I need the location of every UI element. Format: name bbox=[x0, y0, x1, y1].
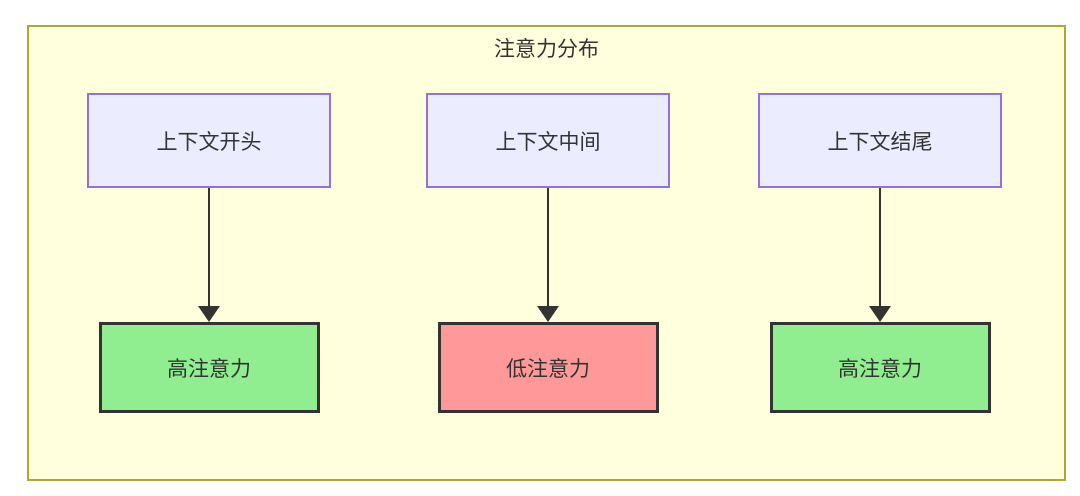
arrowhead-icon bbox=[198, 306, 220, 322]
node-context-middle: 上下文中间 bbox=[426, 93, 670, 188]
node-context-end: 上下文结尾 bbox=[758, 93, 1002, 188]
node-label: 高注意力 bbox=[167, 357, 251, 381]
flow-column-middle: 上下文中间 低注意力 bbox=[426, 93, 670, 413]
edge-line bbox=[879, 188, 881, 306]
node-high-attention-right: 高注意力 bbox=[769, 322, 991, 413]
node-context-beginning: 上下文开头 bbox=[87, 93, 331, 188]
edge-line bbox=[208, 188, 210, 306]
node-low-attention: 低注意力 bbox=[437, 322, 659, 413]
node-label: 上下文结尾 bbox=[827, 130, 933, 154]
edge-arrow bbox=[537, 188, 559, 322]
edge-line bbox=[547, 188, 549, 306]
flow-column-start: 上下文开头 高注意力 bbox=[87, 93, 331, 413]
node-label: 上下文开头 bbox=[156, 130, 262, 154]
diagram-title: 注意力分布 bbox=[494, 38, 599, 61]
arrowhead-icon bbox=[869, 306, 891, 322]
diagram-frame: 注意力分布 上下文开头 高注意力 上下文中间 低注意力 bbox=[27, 25, 1066, 481]
edge-arrow bbox=[869, 188, 891, 322]
flow-column-end: 上下文结尾 高注意力 bbox=[758, 93, 1002, 413]
edge-arrow bbox=[198, 188, 220, 322]
node-label: 上下文中间 bbox=[495, 130, 601, 154]
node-label: 高注意力 bbox=[838, 357, 922, 381]
node-high-attention-left: 高注意力 bbox=[98, 322, 320, 413]
arrowhead-icon bbox=[537, 306, 559, 322]
node-label: 低注意力 bbox=[506, 357, 590, 381]
